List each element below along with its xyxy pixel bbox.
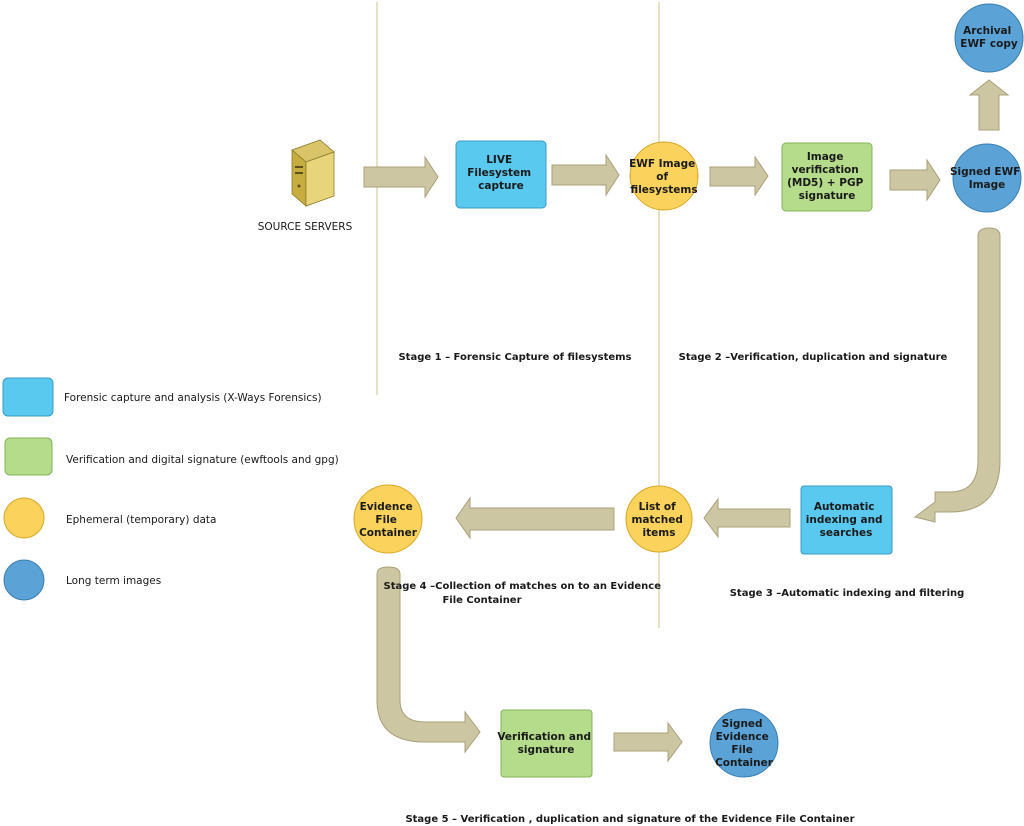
legend-label: Long term images — [66, 575, 161, 587]
archival-ewf-node — [954, 3, 1024, 73]
live-capture-box — [455, 140, 547, 209]
evidence-container-label: Evidence File Container — [359, 501, 418, 539]
signed-evidence-label: Signed Evidence File Container — [715, 718, 774, 769]
legend: Forensic capture and analysis (X-Ways Fo… — [2, 377, 339, 601]
flow-arrow-right — [889, 158, 941, 202]
stage-3-caption: Stage 3 –Automatic indexing and filterin… — [730, 588, 965, 599]
evidence-container-node — [353, 484, 423, 554]
stage-1-caption: Stage 1 – Forensic Capture of filesystem… — [398, 352, 631, 363]
live-capture-label: LIVE Filesystem capture — [467, 154, 535, 192]
legend-swatch-verification — [4, 437, 53, 476]
flow-arrow-right — [363, 155, 439, 199]
image-verification-label: Image verification (MD5) + PGP signature — [787, 151, 867, 202]
legend-label: Forensic capture and analysis (X-Ways Fo… — [64, 392, 322, 404]
signed-ewf-node — [952, 143, 1022, 213]
auto-indexing-box — [800, 485, 893, 555]
stage-4-caption: Stage 4 –Collection of matches on to an … — [384, 581, 665, 606]
flow-arrow-right — [709, 155, 769, 197]
stage-2-caption: Stage 2 –Verification, duplication and s… — [679, 352, 948, 363]
matched-items-label: List of matched items — [631, 501, 686, 539]
flow-arrow-right — [551, 153, 620, 197]
flow-arrow-curved — [376, 566, 481, 754]
image-verification-box — [781, 142, 873, 212]
legend-swatch-capture — [2, 377, 54, 417]
verification-signature-label: Verification and signature — [497, 731, 594, 756]
ewf-image-node — [629, 141, 699, 211]
auto-indexing-label: Automatic indexing and searches — [806, 501, 886, 539]
signed-evidence-node — [709, 708, 779, 778]
flow-arrow-up — [968, 79, 1010, 131]
stage-5-caption: Stage 5 – Verification , duplication and… — [405, 814, 854, 825]
ewf-image-label: EWF Image of filesystems — [629, 158, 699, 196]
flow-arrow-curved — [913, 227, 1001, 523]
legend-swatch-longterm — [3, 559, 45, 601]
flow-arrow-left — [703, 497, 791, 539]
legend-swatch-ephemeral — [3, 497, 45, 539]
legend-label: Ephemeral (temporary) data — [66, 514, 216, 526]
verification-signature-box — [500, 709, 593, 778]
archival-ewf-label: Archival EWF copy — [960, 25, 1018, 50]
signed-ewf-label: Signed EWF Image — [950, 166, 1024, 191]
server-icon — [291, 139, 335, 207]
flow-arrow-left — [455, 496, 615, 540]
legend-label: Verification and digital signature (ewft… — [66, 454, 339, 466]
source-servers-label: SOURCE SERVERS — [258, 221, 353, 233]
flow-arrow-right — [613, 721, 683, 763]
matched-items-node — [625, 485, 693, 553]
